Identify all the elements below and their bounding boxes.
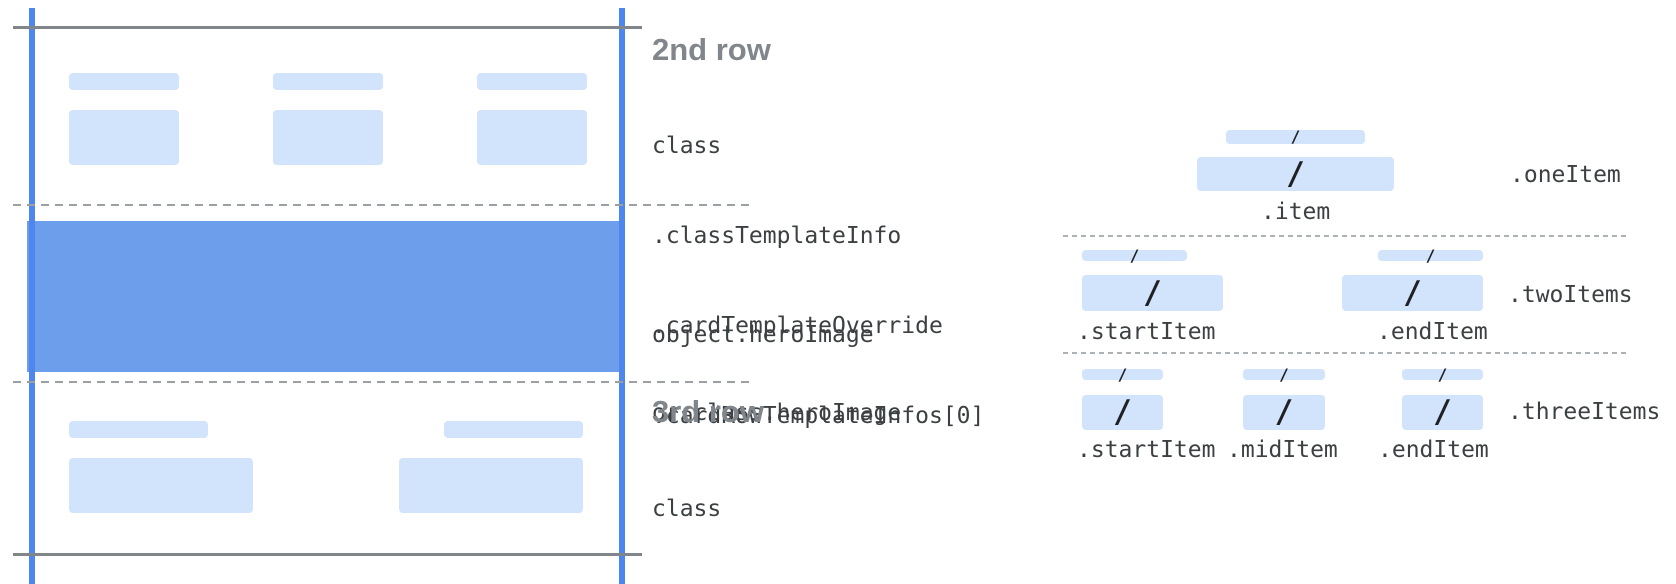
slash-glyph: / [1279, 364, 1289, 384]
three-items-end-label-bar: / [1402, 364, 1483, 384]
row2-item3-label-bar [477, 73, 587, 90]
code-line: .classTemplateInfo [652, 223, 902, 249]
row2-item1-label-bar [69, 73, 179, 90]
one-item-value-bar: / [1197, 157, 1394, 191]
three-items-start-label-bar: / [1082, 364, 1163, 384]
row2-item1-value-block [69, 110, 179, 165]
one-item-label-bar: / [1226, 127, 1365, 146]
three-items-group-label: .threeItems [1508, 399, 1661, 425]
row2-hero-dashed-divider [13, 204, 755, 206]
card-bottom-border [13, 553, 642, 556]
two-items-end-value-bar: / [1342, 275, 1483, 311]
row2-item2-label-bar [273, 73, 383, 90]
card-top-border [13, 26, 642, 29]
row2-code-block: class .classTemplateInfo .cardTemplateOv… [652, 71, 984, 491]
row2-item2-value-block [273, 110, 383, 165]
slash-glyph: / [1437, 364, 1448, 384]
three-items-mid-label-bar: / [1243, 364, 1325, 384]
row2-item3-value-block [477, 110, 587, 165]
slash-glyph: / [1433, 394, 1452, 430]
three-items-end-label: .endItem [1378, 437, 1489, 463]
two-items-group-label: .twoItems [1508, 282, 1633, 308]
row2-heading: 2nd row [652, 32, 771, 67]
card-right-edge-guide [619, 8, 625, 584]
card-left-edge-guide [29, 8, 35, 584]
one-item-item-label: .item [1261, 199, 1331, 225]
hero-image-band [27, 221, 625, 372]
slash-glyph: / [1143, 274, 1162, 311]
code-line: or class.heroImage [652, 400, 902, 426]
one-item-group-label: .oneItem [1510, 162, 1621, 188]
slash-glyph: / [1274, 394, 1294, 430]
slash-glyph: / [1286, 155, 1305, 192]
slash-glyph: / [1113, 394, 1132, 430]
two-items-end-label: .endItem [1377, 319, 1488, 345]
slash-glyph: / [1290, 127, 1301, 146]
one-two-dashed-divider [1063, 235, 1630, 237]
row3-start-value-block [69, 458, 253, 513]
three-items-mid-label: .midItem [1227, 437, 1338, 463]
two-items-end-label-bar: / [1378, 245, 1483, 265]
code-line: .cardRowTemplateInfos[0] [652, 403, 985, 429]
row3-end-label-bar [444, 421, 583, 438]
three-items-start-label: .startItem [1077, 437, 1216, 463]
code-line: object.heroImage [652, 322, 874, 348]
two-items-start-value-bar: / [1082, 275, 1223, 311]
slash-glyph: / [1403, 274, 1422, 311]
row3-code-block: class .classTemplateInfo .cardTemplateOv… [652, 434, 984, 584]
two-items-start-label-bar: / [1082, 245, 1187, 265]
row3-heading: 3rd row [652, 394, 764, 429]
hero-row3-dashed-divider [13, 381, 755, 383]
code-line: class [652, 133, 722, 159]
three-items-start-value-bar: / [1082, 395, 1163, 430]
three-items-end-value-bar: / [1402, 395, 1483, 430]
slash-glyph: / [1425, 245, 1436, 265]
hero-code-block: object.heroImage or class.heroImage [652, 270, 901, 478]
row3-end-value-block [399, 458, 583, 513]
two-three-dashed-divider [1063, 352, 1630, 354]
code-line: class [652, 496, 722, 522]
three-items-mid-value-bar: / [1243, 395, 1325, 430]
slash-glyph: / [1117, 364, 1128, 384]
row3-start-label-bar [69, 421, 208, 438]
slash-glyph: / [1129, 245, 1140, 265]
code-line: .cardTemplateOverride [652, 313, 943, 339]
two-items-start-label: .startItem [1077, 319, 1216, 345]
